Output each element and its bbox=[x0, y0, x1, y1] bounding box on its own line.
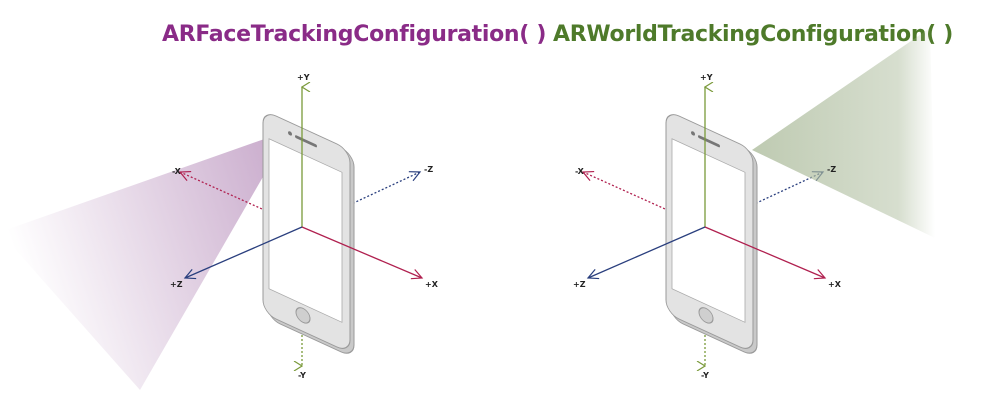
label-neg-x: -X bbox=[575, 167, 585, 176]
pos-z-axis bbox=[586, 226, 706, 280]
front-camera-cone bbox=[0, 130, 290, 390]
label-neg-y: -Y bbox=[701, 371, 709, 380]
face-tracking-diagram: +Y -Y -X +X -Z +Z bbox=[0, 73, 439, 390]
label-pos-z: +Z bbox=[573, 280, 586, 289]
label-pos-x: +X bbox=[828, 280, 842, 289]
face-tracking-title: ARFaceTrackingConfiguration( ) bbox=[162, 22, 547, 47]
label-pos-y: +Y bbox=[297, 73, 310, 82]
pos-x-axis bbox=[301, 226, 424, 280]
label-pos-z: +Z bbox=[170, 280, 183, 289]
label-neg-y: -Y bbox=[298, 371, 306, 380]
pos-x-axis bbox=[704, 226, 827, 280]
pos-z-axis bbox=[183, 226, 303, 280]
world-tracking-title: ARWorldTrackingConfiguration( ) bbox=[553, 22, 954, 47]
label-pos-y: +Y bbox=[700, 73, 713, 82]
world-tracking-diagram: +Y -Y -X +X -Z +Z bbox=[573, 28, 935, 380]
label-neg-x: -X bbox=[172, 167, 182, 176]
label-pos-x: +X bbox=[425, 280, 439, 289]
iphone bbox=[262, 109, 355, 359]
label-neg-z: -Z bbox=[827, 165, 836, 174]
iphone bbox=[665, 109, 758, 359]
back-camera-cone bbox=[752, 28, 935, 238]
label-neg-z: -Z bbox=[424, 165, 433, 174]
